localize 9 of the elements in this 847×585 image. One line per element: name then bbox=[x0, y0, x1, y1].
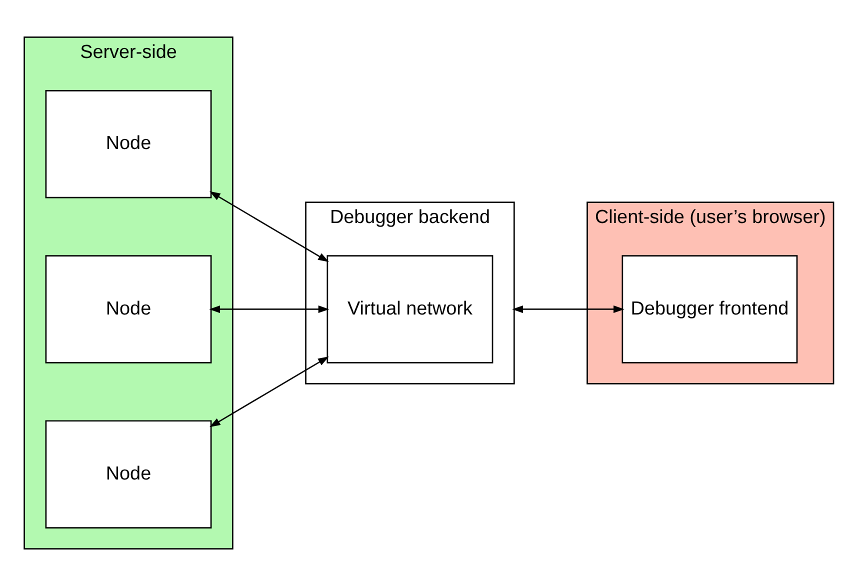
node-box: Node bbox=[45, 420, 212, 528]
arrow bbox=[209, 304, 330, 313]
node-box: Node bbox=[45, 254, 212, 363]
arrow bbox=[209, 190, 329, 262]
node-box: Node bbox=[45, 90, 212, 198]
arrow bbox=[209, 356, 329, 427]
node-box: Virtual network bbox=[326, 254, 494, 363]
node-box: Debugger frontend bbox=[622, 254, 798, 363]
arrow bbox=[512, 304, 624, 313]
